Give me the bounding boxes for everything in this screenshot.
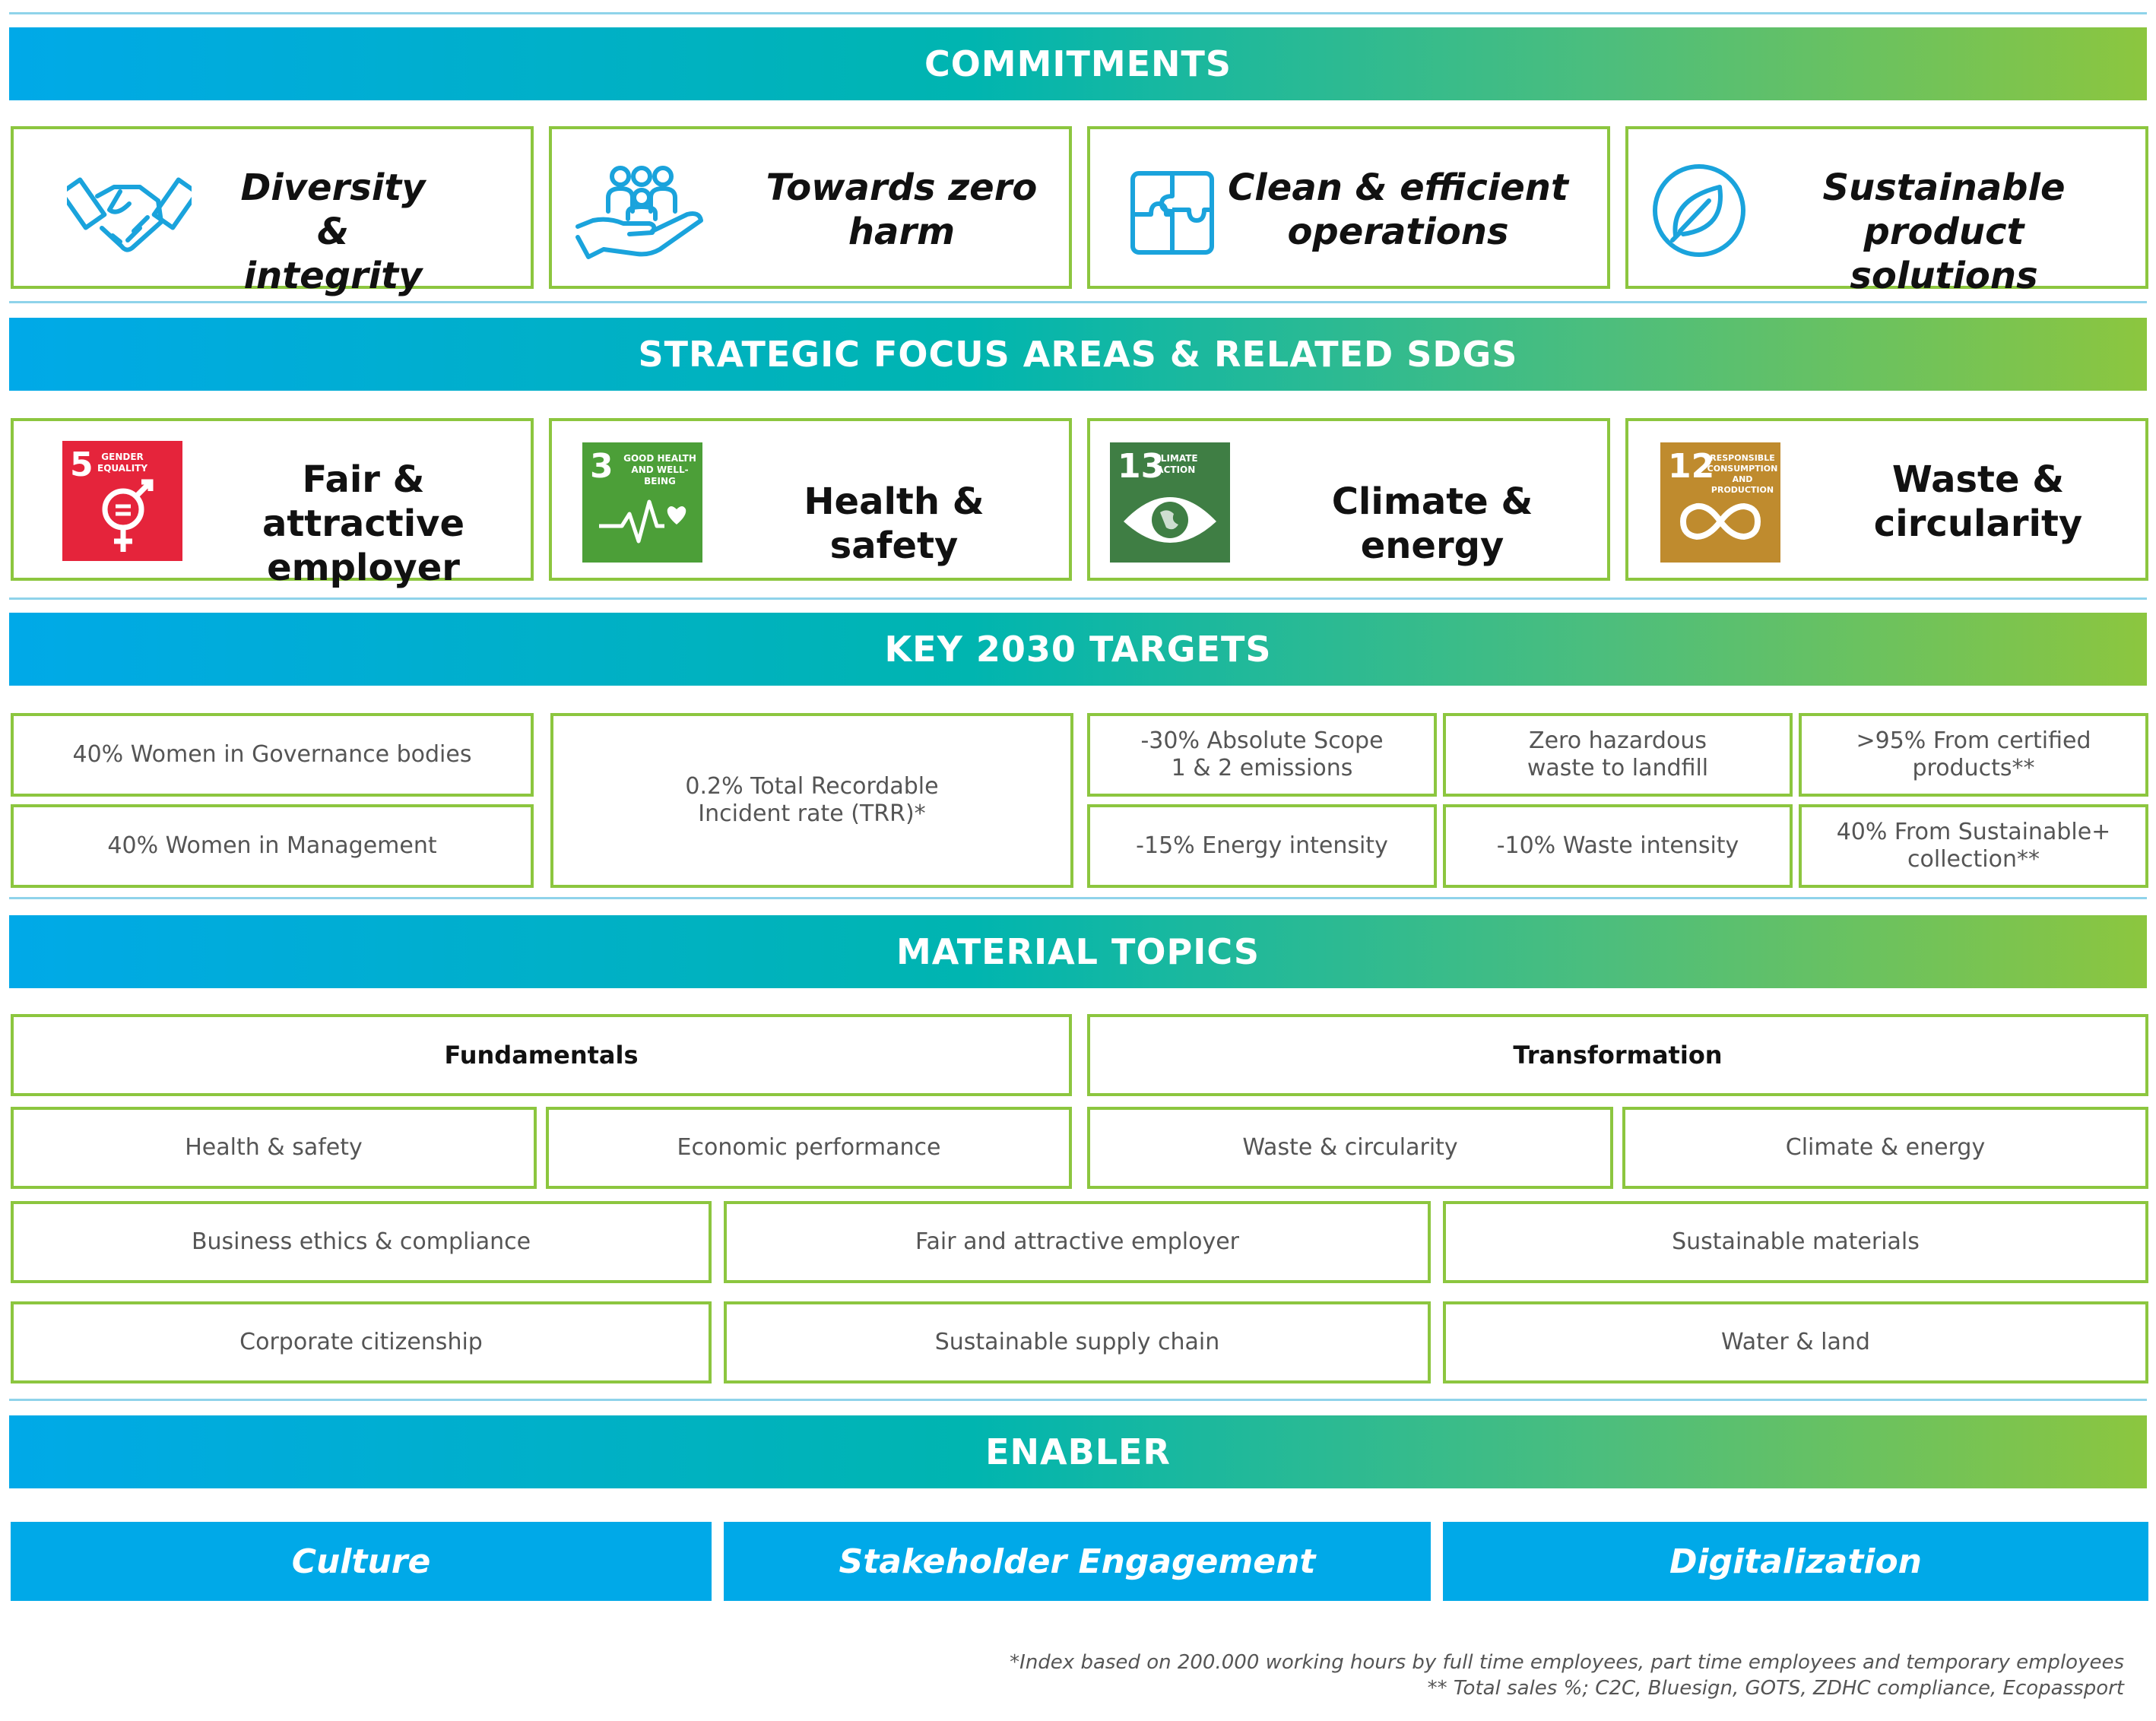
targets-header: KEY 2030 TARGETS <box>9 613 2147 686</box>
divider <box>9 897 2147 899</box>
target-line2: collection** <box>1907 846 2040 873</box>
leaf-icon <box>1653 164 1745 257</box>
commitment-clean-operations: Clean & efficient operations <box>1087 126 1610 289</box>
target-waste-intensity: -10% Waste intensity <box>1443 804 1793 888</box>
commitment-line2: integrity <box>243 255 423 297</box>
divider <box>9 301 2147 303</box>
focus-line2: employer <box>267 547 460 589</box>
divider <box>9 12 2147 14</box>
footnote-sales: ** Total sales %; C2C, Bluesign, GOTS, Z… <box>1427 1677 2124 1700</box>
enabler-culture: Culture <box>11 1522 712 1601</box>
sdg-number: 12 <box>1668 447 1715 486</box>
commitments-header: COMMITMENTS <box>9 27 2147 100</box>
sdg-label: AND PRODUCTION <box>1711 474 1774 495</box>
focus-line1: Waste & <box>1891 458 2065 501</box>
sdg-label: CONSUMPTION <box>1707 464 1778 474</box>
target-energy-intensity: -15% Energy intensity <box>1087 804 1437 888</box>
sdg-number: 13 <box>1118 447 1165 486</box>
enabler-header: ENABLER <box>9 1415 2147 1488</box>
sdg-label: CLIMATE <box>1154 453 1198 464</box>
target-line2: waste to landfill <box>1527 755 1709 781</box>
people-in-hand-icon <box>575 166 703 259</box>
target-sustainable-collection: 40% From Sustainable+collection** <box>1799 804 2148 888</box>
topic-climate-energy: Climate & energy <box>1622 1107 2148 1189</box>
target-line1: 0.2% Total Recordable <box>685 773 939 800</box>
heartbeat-icon <box>599 499 686 544</box>
fundamentals-header: Fundamentals <box>11 1014 1072 1096</box>
enabler-digitalization: Digitalization <box>1443 1522 2148 1601</box>
focus-areas-header: STRATEGIC FOCUS AREAS & RELATED SDGS <box>9 318 2147 391</box>
target-women-management: 40% Women in Management <box>11 804 534 888</box>
sdg-label: AND WELL-BEING <box>631 464 689 487</box>
infinity-icon <box>1679 502 1761 540</box>
target-line2: products** <box>1912 755 2035 781</box>
sdg-label: GOOD HEALTH <box>623 453 696 464</box>
commitment-line2: product solutions <box>1850 211 2038 297</box>
topic-health-safety: Health & safety <box>11 1107 537 1189</box>
divider <box>9 597 2147 600</box>
target-women-governance: 40% Women in Governance bodies <box>11 713 534 797</box>
sdg-number: 5 <box>70 445 94 484</box>
material-topics-header: MATERIAL TOPICS <box>9 915 2147 988</box>
target-line2: 1 & 2 emissions <box>1171 755 1353 781</box>
sdg-label: RESPONSIBLE <box>1710 453 1775 463</box>
commitment-line1: Towards zero <box>766 166 1038 209</box>
gender-symbol-icon <box>102 479 154 552</box>
target-line2: Incident rate (TRR)* <box>698 800 926 827</box>
focus-line1: Climate & energy <box>1331 480 1533 567</box>
sdg-label: EQUALITY <box>97 463 148 474</box>
sdg-label: GENDER <box>101 452 144 462</box>
topic-water-land: Water & land <box>1443 1301 2148 1383</box>
focus-line1: Health & safety <box>804 480 984 567</box>
handshake-icon <box>67 177 192 252</box>
commitment-line2: operations <box>1287 211 1509 253</box>
commitment-line2: harm <box>848 211 956 253</box>
footnote-trr: *Index based on 200.000 working hours by… <box>1010 1651 2124 1674</box>
commitment-line1: Sustainable <box>1822 166 2066 209</box>
divider <box>9 1399 2147 1401</box>
topic-waste-circularity: Waste & circularity <box>1087 1107 1613 1189</box>
commitment-diversity: Diversity & integrity <box>11 126 534 297</box>
commitment-line1: Clean & efficient <box>1228 166 1568 209</box>
sdg-label: ACTION <box>1156 464 1196 475</box>
focus-line1: Fair & attractive <box>262 458 465 545</box>
topic-corporate-citizenship: Corporate citizenship <box>11 1301 712 1383</box>
topic-fair-employer: Fair and attractive employer <box>724 1201 1431 1283</box>
focus-line2: circularity <box>1873 502 2083 545</box>
commitment-product-solutions: Sustainable product solutions <box>1625 126 2148 297</box>
topic-economic-performance: Economic performance <box>546 1107 1072 1189</box>
commitment-line1: Diversity & <box>240 166 426 253</box>
commitment-zero-harm: Towards zero harm <box>549 126 1072 289</box>
transformation-header: Transformation <box>1087 1014 2148 1096</box>
enabler-stakeholder-engagement: Stakeholder Engagement <box>724 1522 1431 1601</box>
puzzle-icon <box>1130 171 1214 255</box>
target-line1: -30% Absolute Scope <box>1140 727 1384 754</box>
topic-supply-chain: Sustainable supply chain <box>724 1301 1431 1383</box>
eye-globe-icon <box>1124 497 1216 543</box>
topic-business-ethics: Business ethics & compliance <box>11 1201 712 1283</box>
sdg-number: 3 <box>590 447 614 486</box>
target-line1: Zero hazardous <box>1529 727 1707 754</box>
topic-sustainable-materials: Sustainable materials <box>1443 1201 2148 1283</box>
target-line1: 40% From Sustainable+ <box>1836 819 2111 845</box>
target-line1: >95% From certified <box>1856 727 2091 754</box>
